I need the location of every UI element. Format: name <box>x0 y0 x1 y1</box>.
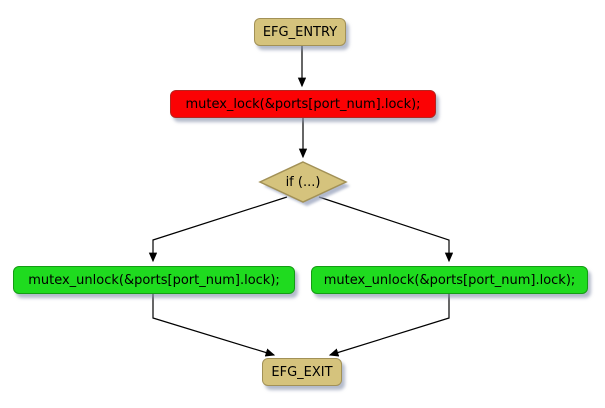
node-exit-label: EFG_EXIT <box>271 364 333 380</box>
node-mutex-unlock-right: mutex_unlock(&ports[port_num].lock); <box>311 266 588 294</box>
node-entry-label: EFG_ENTRY <box>262 24 338 40</box>
node-mutex-lock: mutex_lock(&ports[port_num].lock); <box>170 90 436 118</box>
node-mutex-unlock-right-label: mutex_unlock(&ports[port_num].lock); <box>323 272 576 288</box>
node-condition: if (...) <box>260 174 346 190</box>
node-mutex-lock-label: mutex_lock(&ports[port_num].lock); <box>185 96 421 112</box>
node-condition-label: if (...) <box>285 174 321 190</box>
edge-unlock-left-to-exit <box>152 294 276 357</box>
condition-diamond <box>258 161 348 203</box>
node-exit: EFG_EXIT <box>262 358 342 386</box>
edge-condition-to-unlock-left <box>148 196 288 263</box>
node-mutex-unlock-left: mutex_unlock(&ports[port_num].lock); <box>13 266 295 294</box>
node-entry: EFG_ENTRY <box>254 18 346 46</box>
edge-condition-to-unlock-right <box>318 196 454 263</box>
edge-unlock-right-to-exit <box>328 294 450 357</box>
node-mutex-unlock-left-label: mutex_unlock(&ports[port_num].lock); <box>28 272 280 288</box>
